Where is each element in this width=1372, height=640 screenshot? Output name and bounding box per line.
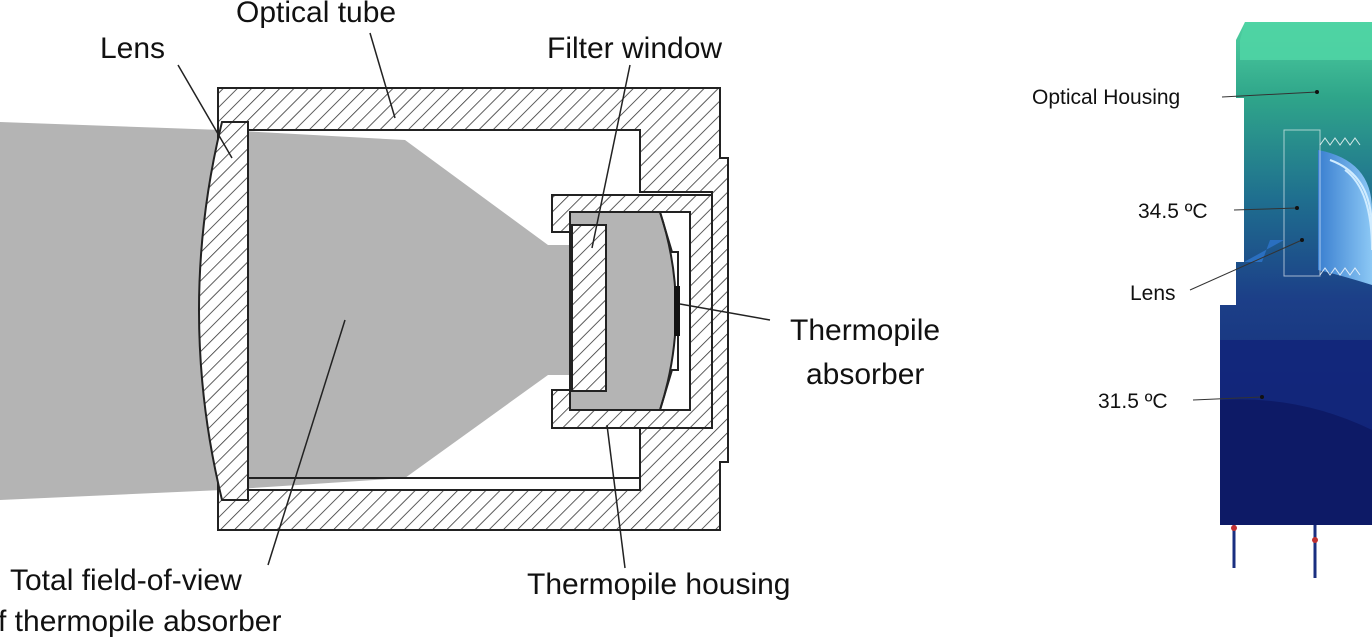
label-fov-line1: Total field-of-view <box>10 564 242 597</box>
field-of-view-area <box>0 122 578 500</box>
label-fov-line2: f thermopile absorber <box>0 605 281 638</box>
label-right-lens: Lens <box>1130 282 1176 305</box>
thermal-simulation-model: Optical Housing 34.5 ºC Lens 31.5 ºC <box>1032 22 1372 578</box>
filter-window <box>571 224 607 392</box>
label-thermopile-absorber-line2: absorber <box>806 358 924 391</box>
label-thermopile-absorber-line1: Thermopile <box>790 314 940 347</box>
label-temp-high: 34.5 ºC <box>1138 200 1208 223</box>
label-thermopile-housing: Thermopile housing <box>527 568 790 601</box>
label-optical-tube: Optical tube <box>236 0 396 29</box>
lens-element <box>198 121 249 501</box>
optical-sensor-cross-section: Optical tube Lens Filter window Thermopi… <box>0 0 940 638</box>
label-filter-window: Filter window <box>547 32 722 65</box>
label-temp-low: 31.5 ºC <box>1098 390 1168 413</box>
label-optical-housing: Optical Housing <box>1032 86 1180 109</box>
label-lens: Lens <box>100 32 165 65</box>
thermopile-absorber <box>674 286 680 336</box>
